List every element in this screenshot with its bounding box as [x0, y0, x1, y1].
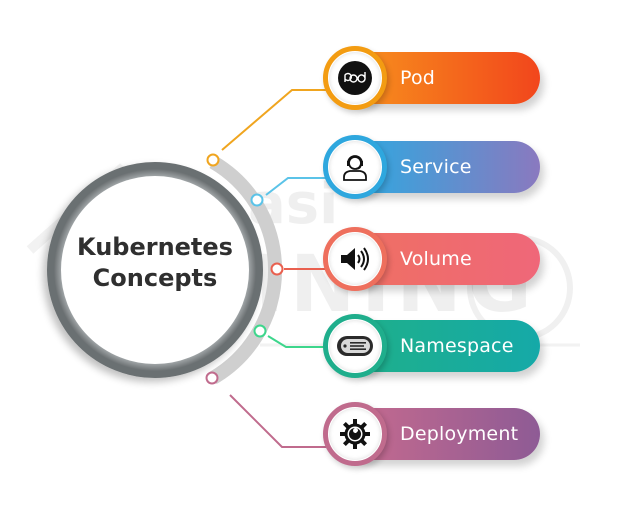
- name-tag-icon: [337, 336, 373, 356]
- concept-label-pod: Pod: [400, 67, 436, 89]
- concept-icon-namespace[interactable]: [323, 314, 387, 378]
- gear-wrench-icon: [340, 419, 370, 449]
- dot-deployment: [205, 371, 219, 385]
- concept-label-namespace: Namespace: [400, 335, 514, 357]
- headset-support-icon: [343, 155, 367, 181]
- dot-namespace: [253, 324, 267, 338]
- dot-pod: [206, 153, 220, 167]
- pod-logo-icon: [338, 61, 372, 95]
- concept-label-deployment: Deployment: [400, 423, 519, 445]
- connector-deployment: [229, 394, 326, 448]
- center-title-line2: Concepts: [92, 264, 218, 292]
- speaker-volume-icon: [341, 247, 369, 271]
- dot-volume: [270, 262, 284, 276]
- concept-icon-service[interactable]: [323, 135, 387, 199]
- center-title: Kubernetes Concepts: [57, 232, 253, 294]
- connector-namespace: [267, 335, 326, 348]
- concept-icon-deployment[interactable]: [323, 402, 387, 466]
- concept-icon-pod[interactable]: [323, 46, 387, 110]
- center-circle: [47, 162, 263, 378]
- dot-service: [250, 193, 264, 207]
- connector-pod: [221, 89, 326, 151]
- concept-icon-volume[interactable]: [323, 227, 387, 291]
- center-title-line1: Kubernetes: [77, 233, 233, 261]
- concept-label-service: Service: [400, 156, 472, 178]
- concept-label-volume: Volume: [400, 248, 472, 270]
- connector-service: [265, 177, 326, 196]
